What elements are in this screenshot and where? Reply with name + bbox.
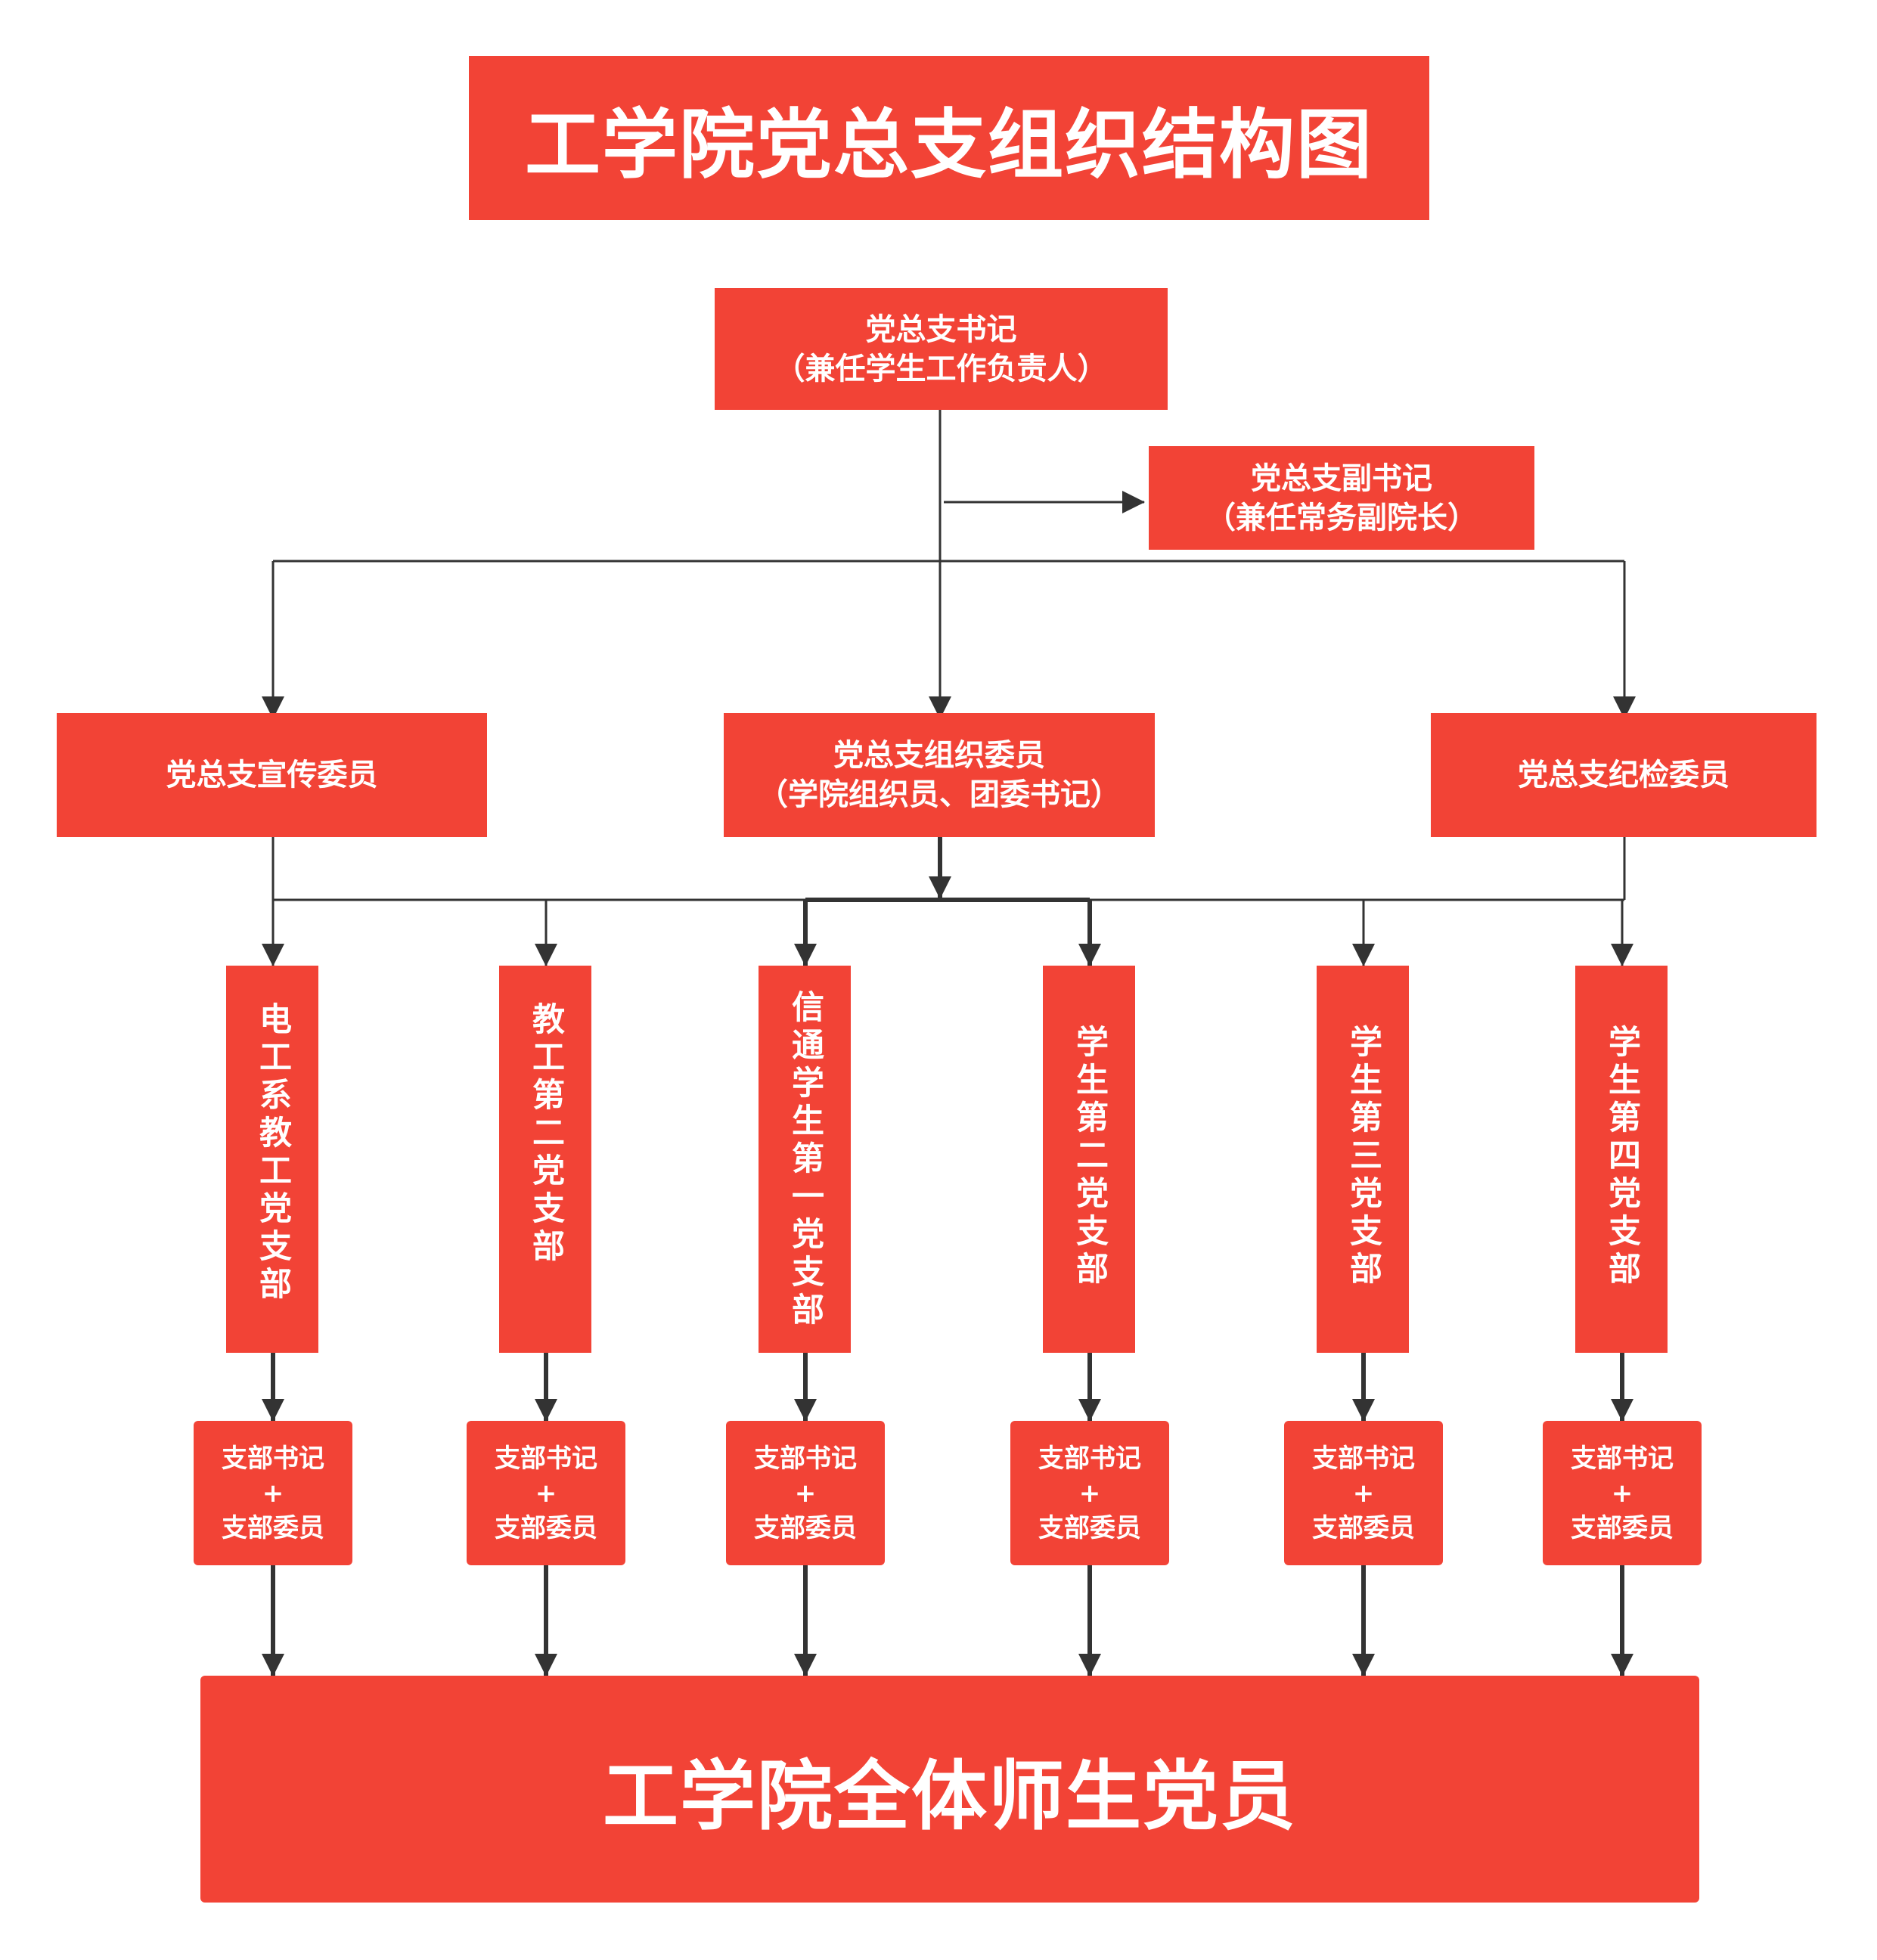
branch-committee-box: 支部书记 + 支部委员 [1284,1421,1443,1565]
deputy-secretary-title: 党总支副书记 [1251,461,1432,496]
discipline-committee-box: 党总支纪检委员 [1431,713,1817,837]
plus-sign: + [1078,1478,1101,1509]
branch-box: 学生第二党支部 [1043,966,1135,1353]
branch-member-label: 支部委员 [1038,1512,1141,1543]
plus-sign: + [1611,1478,1633,1509]
branch-secretary-label: 支部书记 [754,1443,857,1474]
all-members-label: 工学院全体师生党员 [603,1751,1297,1841]
branch-secretary-label: 支部书记 [222,1443,324,1474]
chart-title: 工学院党总支组织结构图 [469,56,1429,220]
branch-member-label: 支部委员 [1312,1512,1415,1543]
branch-secretary-label: 支部书记 [1038,1443,1141,1474]
branch-member-label: 支部委员 [754,1512,857,1543]
all-members-box: 工学院全体师生党员 [200,1676,1699,1903]
branch-member-label: 支部委员 [495,1512,597,1543]
branch-label: 学生第二党支部 [1070,1025,1109,1289]
branch-label: 学生第四党支部 [1602,1025,1641,1289]
branch-label: 学生第三党支部 [1344,1025,1382,1289]
branch-box: 电工系教工党支部 [226,966,318,1353]
branch-committee-box: 支部书记 + 支部委员 [1543,1421,1702,1565]
branch-box: 信通学生第一党支部 [759,966,851,1353]
organization-committee-title: 党总支组织委员 [833,738,1045,773]
chart-title-text: 工学院党总支组织结构图 [525,101,1373,189]
branch-box: 学生第三党支部 [1317,966,1409,1353]
branch-secretary-label: 支部书记 [495,1443,597,1474]
deputy-secretary-note: （兼任常务副院长） [1205,500,1478,535]
branch-committee-box: 支部书记 + 支部委员 [194,1421,352,1565]
publicity-committee-label: 党总支宣传委员 [166,758,378,792]
discipline-committee-label: 党总支纪检委员 [1518,758,1730,792]
branch-committee-box: 支部书记 + 支部委员 [1010,1421,1169,1565]
branch-member-label: 支部委员 [1571,1512,1674,1543]
branch-member-label: 支部委员 [222,1512,324,1543]
branch-secretary-label: 支部书记 [1312,1443,1415,1474]
branch-label: 教工第二党支部 [526,1002,565,1267]
branch-label: 信通学生第一党支部 [786,990,824,1330]
deputy-secretary-box: 党总支副书记 （兼任常务副院长） [1149,446,1534,550]
branch-committee-box: 支部书记 + 支部委员 [467,1421,625,1565]
secretary-title: 党总支书记 [865,312,1017,347]
publicity-committee-box: 党总支宣传委员 [57,713,487,837]
branch-committee-box: 支部书记 + 支部委员 [726,1421,885,1565]
branch-label: 电工系教工党支部 [253,1002,292,1304]
branch-secretary-label: 支部书记 [1571,1443,1674,1474]
secretary-note: （兼任学生工作负责人） [774,351,1108,386]
plus-sign: + [262,1478,284,1509]
secretary-box: 党总支书记 （兼任学生工作负责人） [715,288,1168,410]
branch-box: 学生第四党支部 [1575,966,1668,1353]
plus-sign: + [1352,1478,1375,1509]
organization-committee-note: （学院组织员、团委书记） [758,777,1121,812]
branch-box: 教工第二党支部 [499,966,591,1353]
plus-sign: + [794,1478,817,1509]
plus-sign: + [535,1478,557,1509]
organization-committee-box: 党总支组织委员 （学院组织员、团委书记） [724,713,1155,837]
